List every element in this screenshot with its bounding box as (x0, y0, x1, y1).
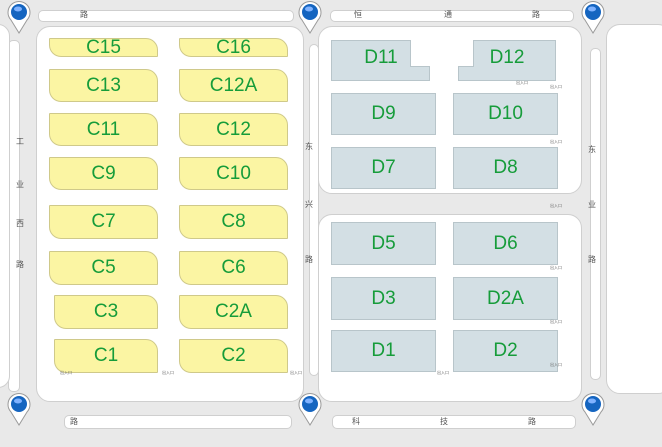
entrance-label: 出入口 (550, 84, 562, 89)
zone-c9[interactable]: C9 (49, 157, 158, 190)
zone-c12a[interactable]: C12A (179, 69, 288, 102)
zone-d12[interactable]: D12 (489, 47, 525, 68)
zone-c12[interactable]: C12 (179, 113, 288, 146)
zone-c11[interactable]: C11 (49, 113, 158, 146)
zone-d12-shape (458, 40, 556, 81)
location-marker-icon[interactable] (580, 392, 606, 426)
location-marker-icon[interactable] (580, 0, 606, 34)
top-road-strip-east (330, 10, 574, 22)
zone-d2a[interactable]: D2A (453, 277, 558, 320)
entrance-label: 出入口 (162, 370, 174, 375)
road-label-top-east-2: 通 (444, 10, 452, 19)
entrance-label: 出入口 (550, 139, 562, 144)
top-road-strip-west (38, 10, 294, 22)
zone-c2a[interactable]: C2A (179, 295, 288, 329)
bottom-road-strip-west (64, 415, 292, 429)
road-label-left-4: 路 (16, 260, 24, 269)
zone-c1[interactable]: C1 (54, 339, 158, 373)
zone-d2[interactable]: D2 (453, 330, 558, 372)
entrance-label: 出入口 (437, 370, 449, 375)
entrance-label: 出入口 (516, 80, 528, 85)
zone-d1[interactable]: D1 (331, 330, 436, 372)
bottom-road-strip-east (332, 415, 576, 429)
entrance-label: 出入口 (550, 203, 562, 208)
road-label-bottom-west: 路 (70, 417, 78, 426)
road-label-right-1: 东 (588, 145, 596, 154)
road-label-top-east-3: 路 (532, 10, 540, 19)
zone-d6[interactable]: D6 (453, 222, 558, 265)
right-road-strip (590, 48, 601, 380)
road-label-right-2: 业 (588, 200, 596, 209)
entrance-label: 出入口 (550, 319, 562, 324)
road-label-top-west: 路 (80, 10, 88, 19)
middle-road-strip (309, 44, 319, 376)
road-label-bottom-east-3: 路 (528, 417, 536, 426)
location-marker-icon[interactable] (6, 392, 32, 426)
road-label-left-2: 业 (16, 180, 24, 189)
entrance-label: 出入口 (290, 370, 302, 375)
zone-c3[interactable]: C3 (54, 295, 158, 329)
zone-c13[interactable]: C13 (49, 69, 158, 102)
zone-c6[interactable]: C6 (179, 251, 288, 285)
zone-c16[interactable]: C16 (179, 37, 288, 58)
entrance-label: 出入口 (60, 370, 72, 375)
zone-d8[interactable]: D8 (453, 147, 558, 189)
east-edge-block (606, 24, 662, 394)
zone-d11-shape (331, 40, 430, 81)
zone-d10[interactable]: D10 (453, 93, 558, 135)
zone-c10[interactable]: C10 (179, 157, 288, 190)
zone-d7[interactable]: D7 (331, 147, 436, 189)
location-marker-icon[interactable] (297, 392, 323, 426)
road-label-middle-1: 东 (305, 142, 313, 151)
road-label-right-3: 路 (588, 255, 596, 264)
location-marker-icon[interactable] (297, 0, 323, 34)
zone-c7[interactable]: C7 (49, 205, 158, 239)
zone-c8[interactable]: C8 (179, 205, 288, 239)
entrance-label: 出入口 (550, 362, 562, 367)
zone-d9[interactable]: D9 (331, 93, 436, 135)
zone-c5[interactable]: C5 (49, 251, 158, 285)
road-label-bottom-east-2: 技 (440, 417, 448, 426)
zone-d3[interactable]: D3 (331, 277, 436, 320)
zone-d11[interactable]: D11 (364, 47, 398, 68)
west-edge-block (0, 24, 10, 388)
road-label-bottom-east-1: 科 (352, 417, 360, 426)
road-label-left-3: 西 (16, 219, 24, 228)
zone-d5[interactable]: D5 (331, 222, 436, 265)
entrance-label: 出入口 (550, 265, 562, 270)
road-label-left-1: 工 (16, 137, 24, 146)
road-label-middle-3: 路 (305, 255, 313, 264)
zone-c2[interactable]: C2 (179, 339, 288, 373)
road-label-top-east-1: 恒 (354, 10, 362, 19)
location-marker-icon[interactable] (6, 0, 32, 34)
road-label-middle-2: 兴 (305, 200, 313, 209)
zone-c15[interactable]: C15 (49, 37, 158, 58)
